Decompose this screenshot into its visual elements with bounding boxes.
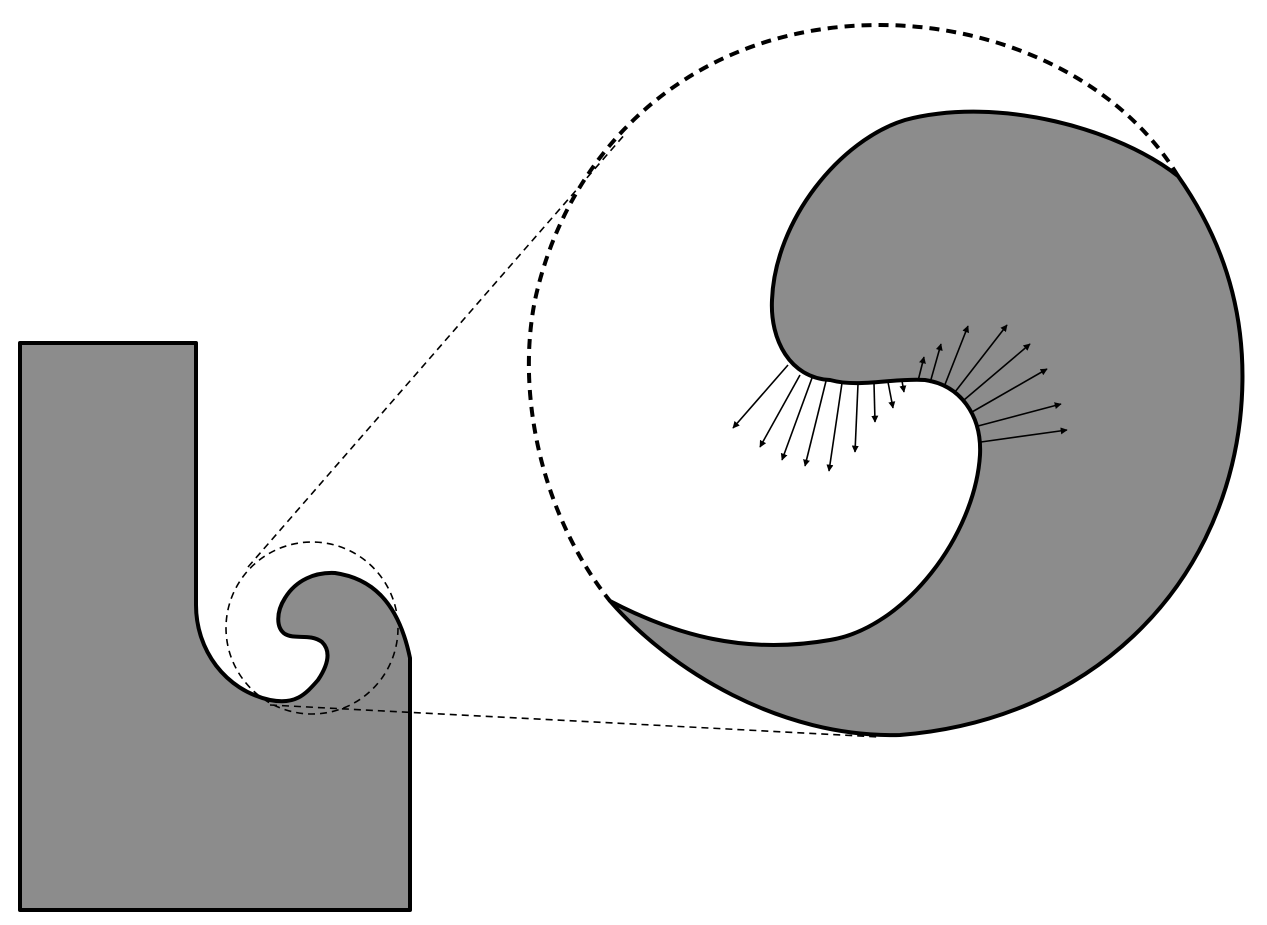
vector-arrow — [954, 324, 1008, 393]
vector-arrow — [917, 356, 926, 382]
vector-arrow — [943, 325, 969, 388]
zoom-connector-bottom — [269, 704, 881, 738]
vector-arrow — [887, 381, 896, 409]
vector-arrow — [803, 380, 827, 467]
enlarged-solid-curl — [608, 109, 1245, 738]
interface-velocity-vectors — [732, 324, 1068, 472]
zoom-region-circle — [225, 541, 399, 715]
vector-arrow — [929, 343, 943, 384]
vector-arrow — [899, 380, 907, 393]
vector-arrow — [732, 364, 789, 429]
vector-arrow — [980, 427, 1068, 443]
solid-body-with-curl — [18, 341, 412, 912]
vector-arrow — [971, 368, 1048, 413]
zoom-region-circle-enlarged — [526, 22, 1180, 603]
vector-arrow — [759, 374, 801, 448]
vector-arrow — [851, 383, 859, 453]
vector-arrow — [871, 382, 879, 423]
vector-arrow — [977, 402, 1062, 427]
zoom-connector-top — [247, 132, 627, 568]
vector-arrow — [826, 382, 843, 472]
vector-arrow — [963, 343, 1031, 401]
vector-arrow — [780, 377, 813, 461]
